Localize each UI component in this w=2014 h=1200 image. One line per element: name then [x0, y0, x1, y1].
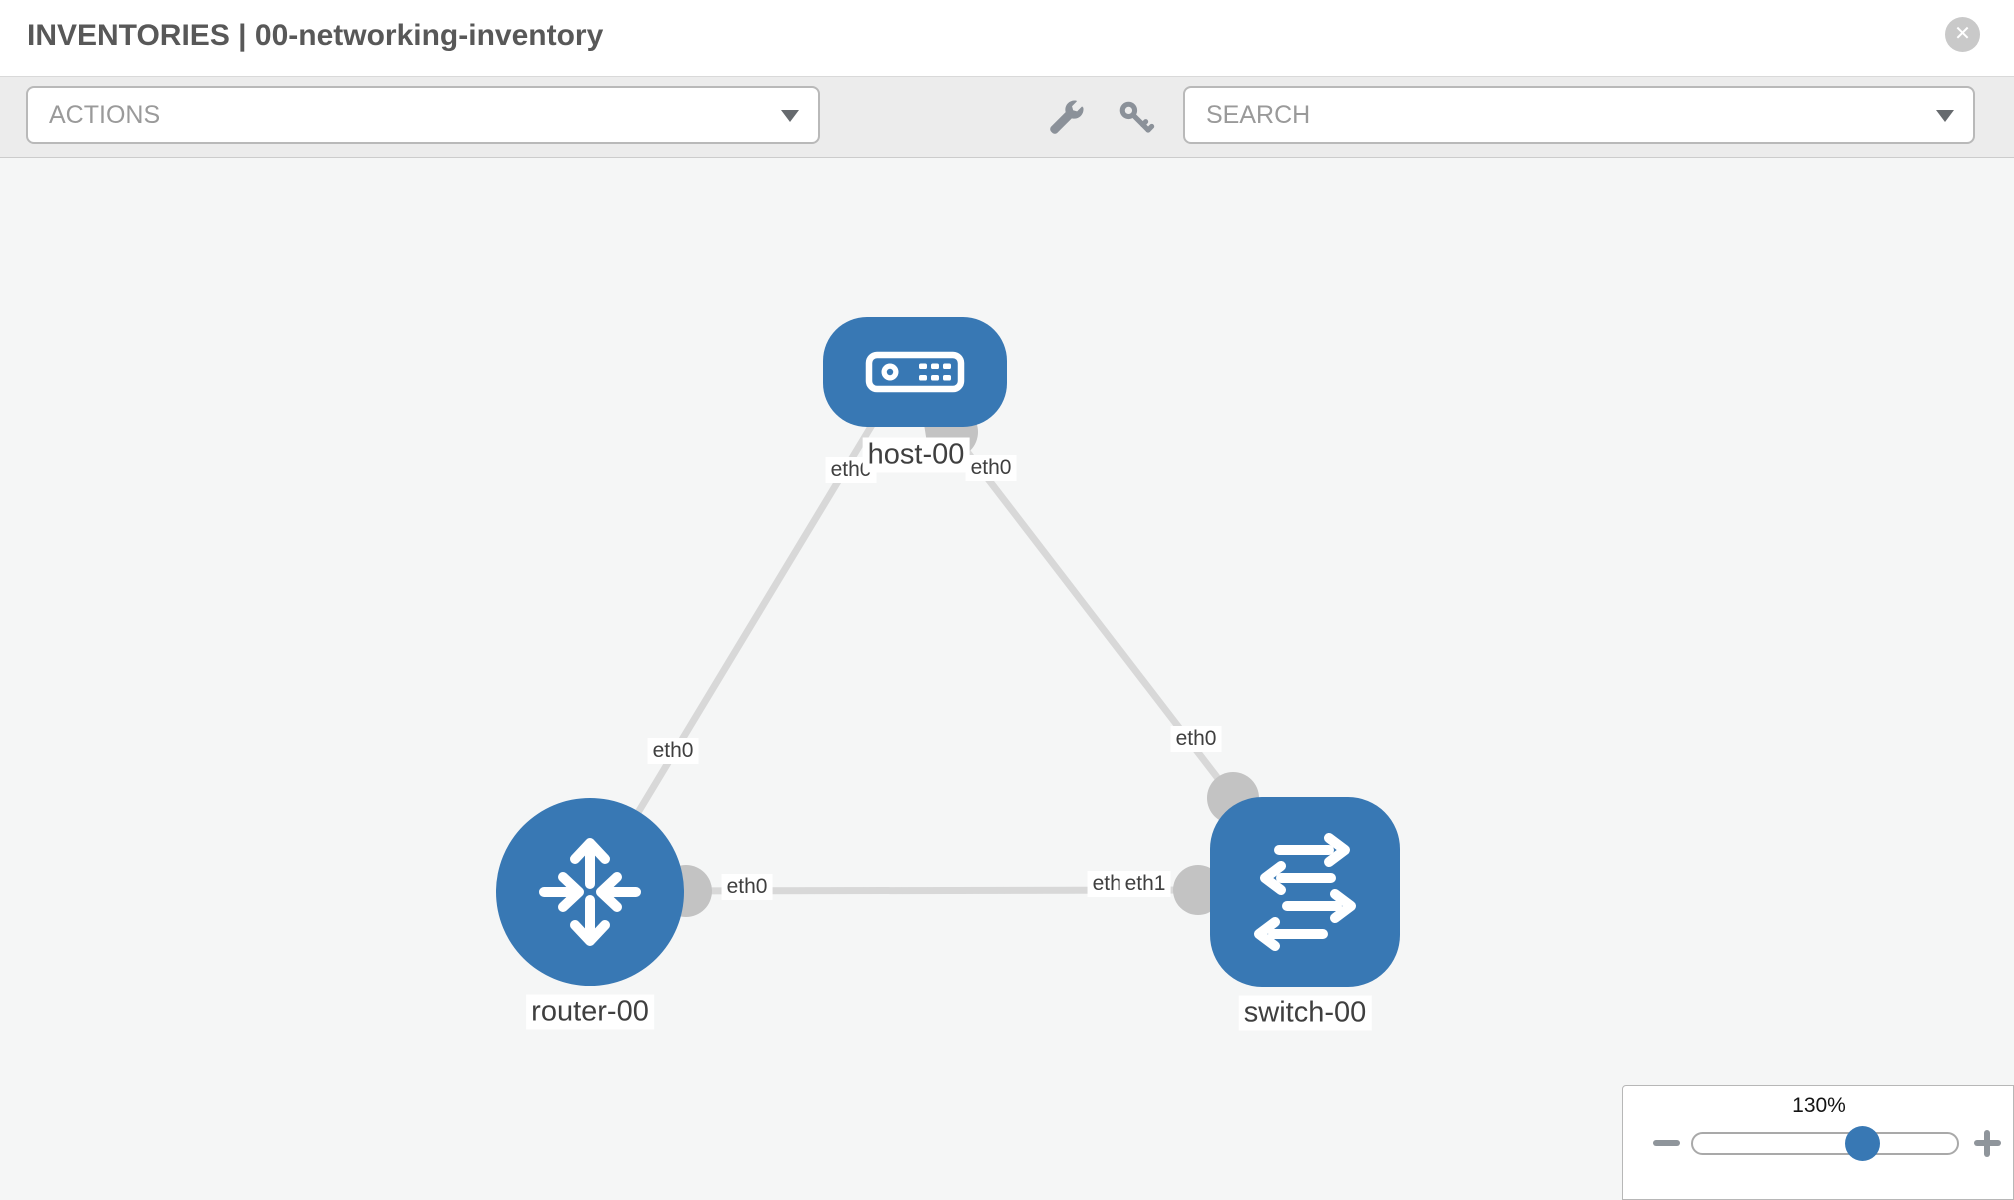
chevron-down-icon	[781, 110, 799, 122]
header: INVENTORIES | 00-networking-inventory ✕	[0, 0, 2014, 76]
plus-icon	[1984, 1130, 1990, 1157]
router-icon	[539, 838, 641, 946]
zoom-slider-track[interactable]	[1691, 1132, 1959, 1155]
close-button[interactable]: ✕	[1945, 17, 1980, 52]
node-router[interactable]	[496, 798, 684, 986]
configure-button[interactable]	[1044, 96, 1088, 140]
zoom-in-button[interactable]	[1974, 1130, 2001, 1157]
node-label-switch: switch-00	[1238, 995, 1372, 1031]
key-icon	[1119, 101, 1155, 133]
chevron-down-icon	[1936, 110, 1954, 122]
topology-graph	[496, 317, 1400, 987]
interface-label-mid-left: eth0	[721, 874, 773, 900]
zoom-level: 130%	[1792, 1094, 1846, 1117]
close-icon: ✕	[1954, 22, 1971, 45]
node-label-host: host-00	[862, 437, 970, 473]
interface-label-switch-uplink: eth0	[1170, 726, 1222, 752]
credentials-button[interactable]	[1114, 96, 1158, 140]
link-lines	[587, 418, 1236, 895]
node-host[interactable]	[823, 317, 1007, 427]
node-switch[interactable]	[1210, 797, 1400, 987]
host-icon	[865, 351, 965, 393]
interface-label-router-uplink: eth0	[647, 738, 699, 764]
toolbar: ACTIONS SEARCH	[0, 76, 2014, 158]
switch-icon	[1254, 833, 1356, 951]
topology-canvas[interactable]: host-00 router-00 switch-00 eth0 eth0 et…	[0, 158, 2014, 1200]
interface-connectors	[660, 406, 1259, 917]
interface-label-host-right: eth0	[965, 455, 1017, 481]
page-title: INVENTORIES | 00-networking-inventory	[27, 19, 604, 52]
node-label-router: router-00	[526, 994, 654, 1030]
search-dropdown[interactable]: SEARCH	[1183, 86, 1975, 144]
actions-dropdown[interactable]: ACTIONS	[26, 86, 820, 144]
zoom-slider-thumb[interactable]	[1845, 1126, 1880, 1161]
zoom-panel: 130%	[1622, 1085, 2014, 1200]
zoom-out-button[interactable]	[1653, 1140, 1680, 1146]
actions-dropdown-label: ACTIONS	[49, 100, 161, 129]
interface-label-mid-right: eth1	[1119, 871, 1171, 897]
search-placeholder: SEARCH	[1206, 100, 1311, 129]
wrench-icon	[1050, 100, 1084, 134]
